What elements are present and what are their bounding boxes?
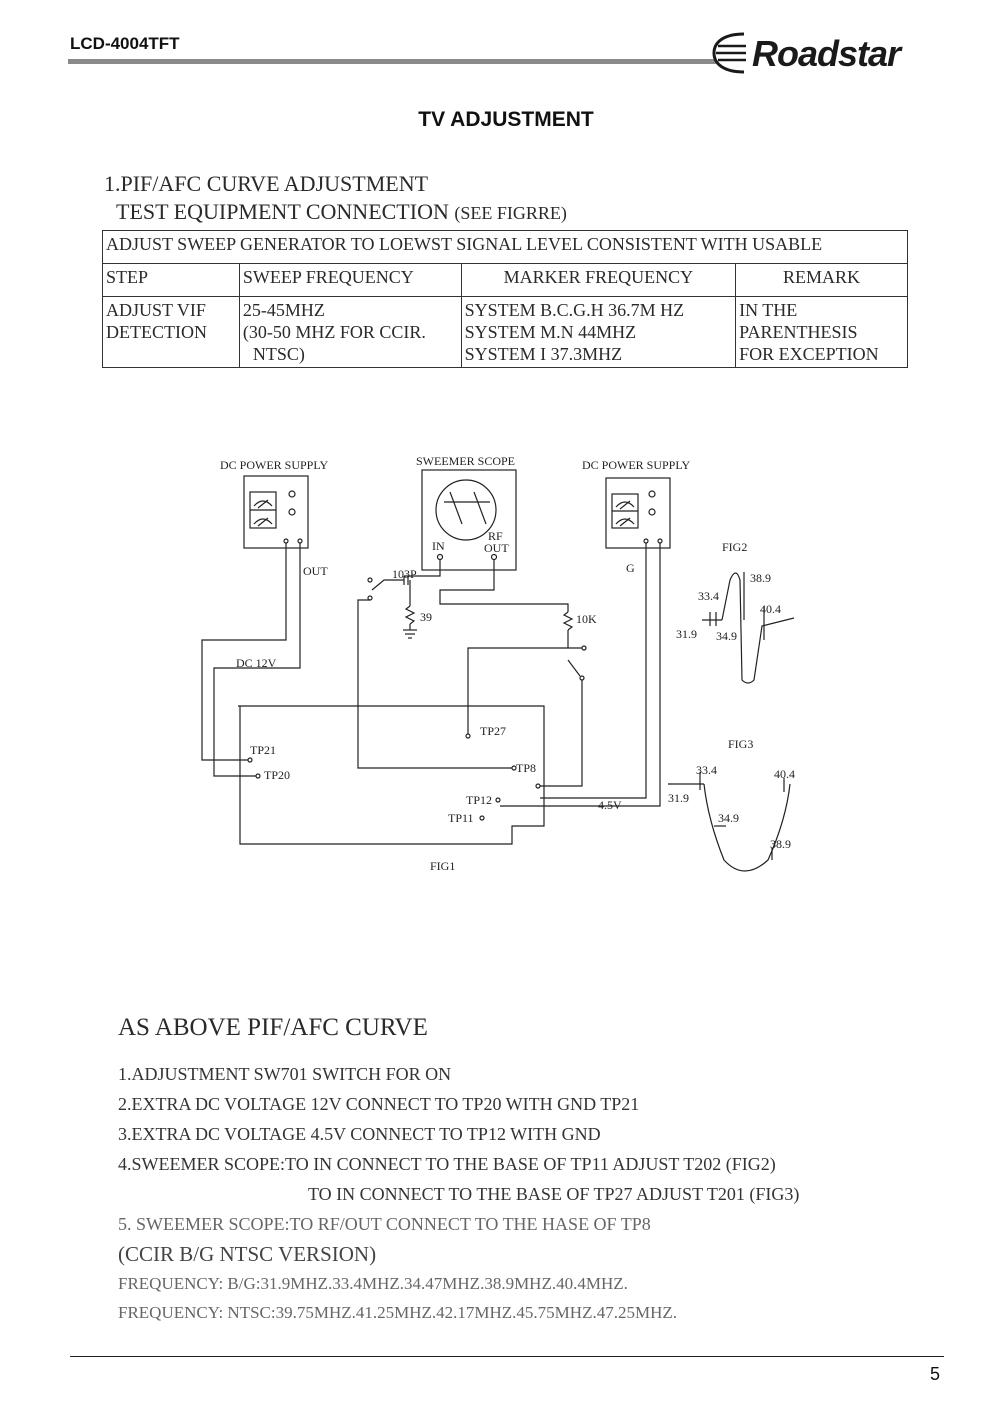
table-banner-row: ADJUST SWEEP GENERATOR TO LOEWST SIGNAL … xyxy=(102,230,908,264)
connection-diagram: DC POWER SUPPLY SWEEMER SCOPE DC POWER S… xyxy=(201,454,795,873)
cell-marker: SYSTEM B.C.G.H 36.7M HZ SYSTEM M.N 44MHZ… xyxy=(460,296,737,368)
cell-line: PARENTHESIS xyxy=(739,322,858,342)
tp27-label: TP27 xyxy=(480,724,506,738)
section1-title: 1.PIF/AFC CURVE ADJUSTMENT xyxy=(104,171,429,196)
fig3-marker: 31.9 xyxy=(668,791,689,805)
model-number: LCD-4004TFT xyxy=(70,34,180,53)
right-power-supply-label: DC POWER SUPPLY xyxy=(582,458,690,472)
section1-subtitle-note: (SEE FIGRRE) xyxy=(454,203,567,223)
left-power-supply-label: DC POWER SUPPLY xyxy=(220,458,328,472)
cell-line: (30-50 MHZ FOR CCIR. xyxy=(242,322,426,342)
cell-line: FOR EXCEPTION xyxy=(739,344,879,364)
fig2-marker: 33.4 xyxy=(698,589,719,603)
page-title: TV ADJUSTMENT xyxy=(418,108,594,131)
section1-heading: 1.PIF/AFC CURVE ADJUSTMENT TEST EQUIPMEN… xyxy=(104,170,567,227)
fig2-label: FIG2 xyxy=(722,540,747,554)
capacitor-label: 103P xyxy=(392,567,417,581)
header-rule xyxy=(68,59,716,64)
scope-screen-icon xyxy=(435,479,497,541)
section1-subtitle-main: TEST EQUIPMENT CONNECTION xyxy=(116,199,455,224)
tp12-label: TP12 xyxy=(466,793,492,807)
header-sweep-frequency: SWEEP FREQUENCY xyxy=(238,263,462,297)
step-item: TO IN CONNECT TO THE BASE OF TP27 ADJUST… xyxy=(308,1184,800,1204)
frequency-bg: FREQUENCY: B/G:31.9MHZ.33.4MHZ.34.47MHZ.… xyxy=(118,1274,628,1293)
table-banner: ADJUST SWEEP GENERATOR TO LOEWST SIGNAL … xyxy=(102,230,908,264)
fig3-marker: 33.4 xyxy=(696,763,717,777)
table-row: ADJUST VIF DETECTION 25-45MHZ (30-50 MHZ… xyxy=(102,296,908,368)
scope-in-label: IN xyxy=(432,539,445,553)
tp21-label: TP21 xyxy=(250,743,276,757)
brand-name: Roadstar xyxy=(752,33,901,74)
g-label: G xyxy=(626,561,635,575)
footer-rule xyxy=(70,1356,944,1357)
cell-line: SYSTEM I 37.3MHZ xyxy=(464,344,623,364)
cell-line: IN THE xyxy=(739,300,798,320)
table-header-row: STEP SWEEP FREQUENCY MARKER FREQUENCY RE… xyxy=(102,263,908,297)
step-item: 4.SWEEMER SCOPE:TO IN CONNECT TO THE BAS… xyxy=(118,1154,776,1174)
cell-line: DETECTION xyxy=(106,322,207,342)
section1-subtitle: TEST EQUIPMENT CONNECTION (SEE FIGRRE) xyxy=(104,198,567,227)
header-step: STEP xyxy=(102,263,240,297)
step-item: 3.EXTRA DC VOLTAGE 4.5V CONNECT TO TP12 … xyxy=(118,1124,601,1144)
cell-line: SYSTEM M.N 44MHZ xyxy=(464,322,637,342)
fig2-marker: 31.9 xyxy=(676,627,697,641)
fig2-marker: 34.9 xyxy=(716,629,737,643)
header-marker-frequency: MARKER FREQUENCY xyxy=(460,263,737,297)
scope-out-label: OUT xyxy=(484,541,509,555)
section2-title: AS ABOVE PIF/AFC CURVE xyxy=(118,1014,428,1041)
fig3-label: FIG3 xyxy=(728,737,753,751)
out-label: OUT xyxy=(303,564,328,578)
scope-rf-label: RF xyxy=(488,529,503,543)
cell-sweep: 25-45MHZ (30-50 MHZ FOR CCIR. NTSC) xyxy=(238,296,462,368)
step-item: 2.EXTRA DC VOLTAGE 12V CONNECT TO TP20 W… xyxy=(118,1094,640,1114)
roadstar-logo-icon xyxy=(712,32,746,74)
cell-line: ADJUST VIF xyxy=(106,300,206,320)
fig1-label: FIG1 xyxy=(430,859,455,873)
page-number: 5 xyxy=(930,1364,941,1384)
cell-line: 25-45MHZ xyxy=(242,300,325,320)
step-item: 5. SWEEMER SCOPE:TO RF/OUT CONNECT TO TH… xyxy=(118,1214,651,1234)
voltage-4-5v-label: 4.5V xyxy=(598,798,622,812)
step-item: 1.ADJUSTMENT SW701 SWITCH FOR ON xyxy=(118,1064,452,1084)
tp11-label: TP11 xyxy=(448,811,474,825)
cell-step: ADJUST VIF DETECTION xyxy=(102,296,240,368)
resistor-10k-label: 10K xyxy=(576,612,597,626)
fig3-marker: 38.9 xyxy=(770,837,791,851)
sweep-scope-label: SWEEMER SCOPE xyxy=(416,454,515,468)
fig3-marker: 40.4 xyxy=(774,767,795,781)
fig3-marker: 34.9 xyxy=(718,811,739,825)
dc-12v-label: DC 12V xyxy=(236,656,277,670)
cell-line: SYSTEM B.C.G.H 36.7M HZ xyxy=(464,300,685,320)
sweep-scope-box xyxy=(421,469,517,571)
tp20-label: TP20 xyxy=(264,768,290,782)
right-power-supply-box xyxy=(605,477,671,549)
left-power-supply-box xyxy=(243,475,309,549)
adjustment-table: ADJUST SWEEP GENERATOR TO LOEWST SIGNAL … xyxy=(102,230,908,368)
resistor-39-label: 39 xyxy=(420,610,432,624)
fig2-marker: 40.4 xyxy=(760,602,781,616)
ccir-version-label: (CCIR B/G NTSC VERSION) xyxy=(118,1242,377,1266)
cell-line: NTSC) xyxy=(252,344,305,364)
frequency-ntsc: FREQUENCY: NTSC:39.75MHZ.41.25MHZ.42.17M… xyxy=(118,1303,677,1322)
header-remark: REMARK xyxy=(735,263,908,297)
cell-remark: IN THE PARENTHESIS FOR EXCEPTION xyxy=(735,296,908,368)
tp8-label: TP8 xyxy=(516,761,536,775)
fig2-marker: 38.9 xyxy=(750,571,771,585)
